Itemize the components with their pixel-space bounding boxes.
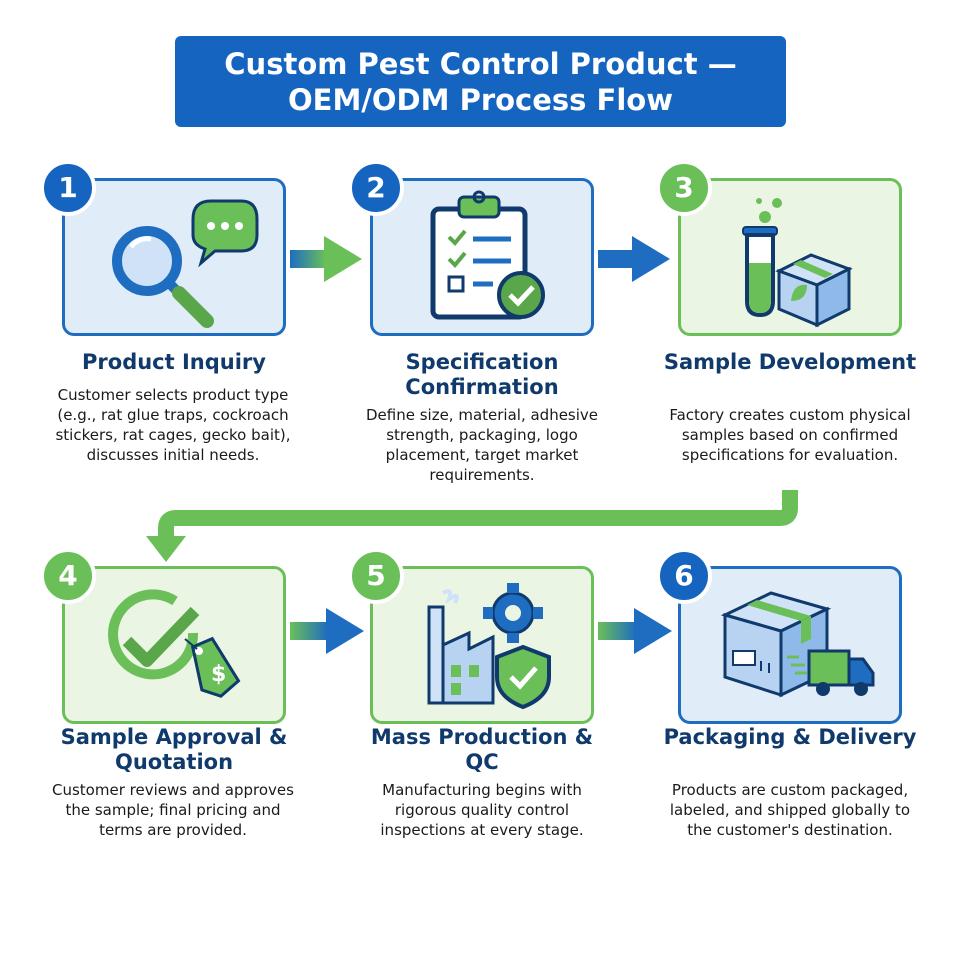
connector-3-4	[158, 490, 798, 540]
step-number-5: 5	[348, 548, 404, 604]
step-card-6	[678, 566, 902, 724]
step-desc-2: Define size, material, adhesive strength…	[365, 406, 599, 484]
step-title-3: Sample Development	[663, 350, 917, 374]
step-desc-4: Customer reviews and approves the sample…	[52, 781, 294, 839]
step-number-3: 3	[656, 160, 712, 216]
step-card-4: $	[62, 566, 286, 724]
arrow-2-3	[598, 236, 670, 282]
step-number-2: 2	[348, 160, 404, 216]
step-desc-3: Factory creates custom physical samples …	[669, 406, 911, 464]
clipboard-check-icon	[430, 190, 545, 320]
svg-text:$: $	[211, 662, 226, 687]
arrow-1-2	[290, 236, 362, 282]
step-card-3	[678, 178, 902, 336]
title-banner: Custom Pest Control Product — OEM/ODM Pr…	[175, 36, 786, 127]
title-line-2: OEM/ODM Process Flow	[287, 82, 673, 117]
check-price-tag-icon: $	[108, 589, 241, 698]
step-card-2	[370, 178, 594, 336]
step-card-1	[62, 178, 286, 336]
step-number-6: 6	[656, 548, 712, 604]
step-title-4: Sample Approval & Quotation	[60, 725, 288, 774]
arrow-4-5	[290, 608, 364, 654]
step-number-4: 4	[40, 548, 96, 604]
step-desc-5: Manufacturing begins with rigorous quali…	[380, 781, 584, 839]
factory-shield-icon	[427, 583, 551, 710]
step-number-1: 1	[40, 160, 96, 216]
title-line-1: Custom Pest Control Product —	[224, 46, 737, 81]
step-card-5	[370, 566, 594, 724]
box-truck-icon	[720, 591, 875, 698]
step-title-6: Packaging & Delivery	[663, 725, 917, 749]
step-title-5: Mass Production & QC	[370, 725, 594, 774]
step-desc-1: Customer selects product type (e.g., rat…	[55, 386, 291, 464]
search-chat-icon	[112, 199, 259, 328]
step-title-2: Specification Confirmation	[405, 350, 559, 399]
step-desc-6: Products are custom packaged, labeled, a…	[669, 781, 911, 839]
arrow-5-6	[598, 608, 672, 654]
step-title-1: Product Inquiry	[82, 350, 266, 374]
test-tube-box-icon	[742, 198, 853, 328]
